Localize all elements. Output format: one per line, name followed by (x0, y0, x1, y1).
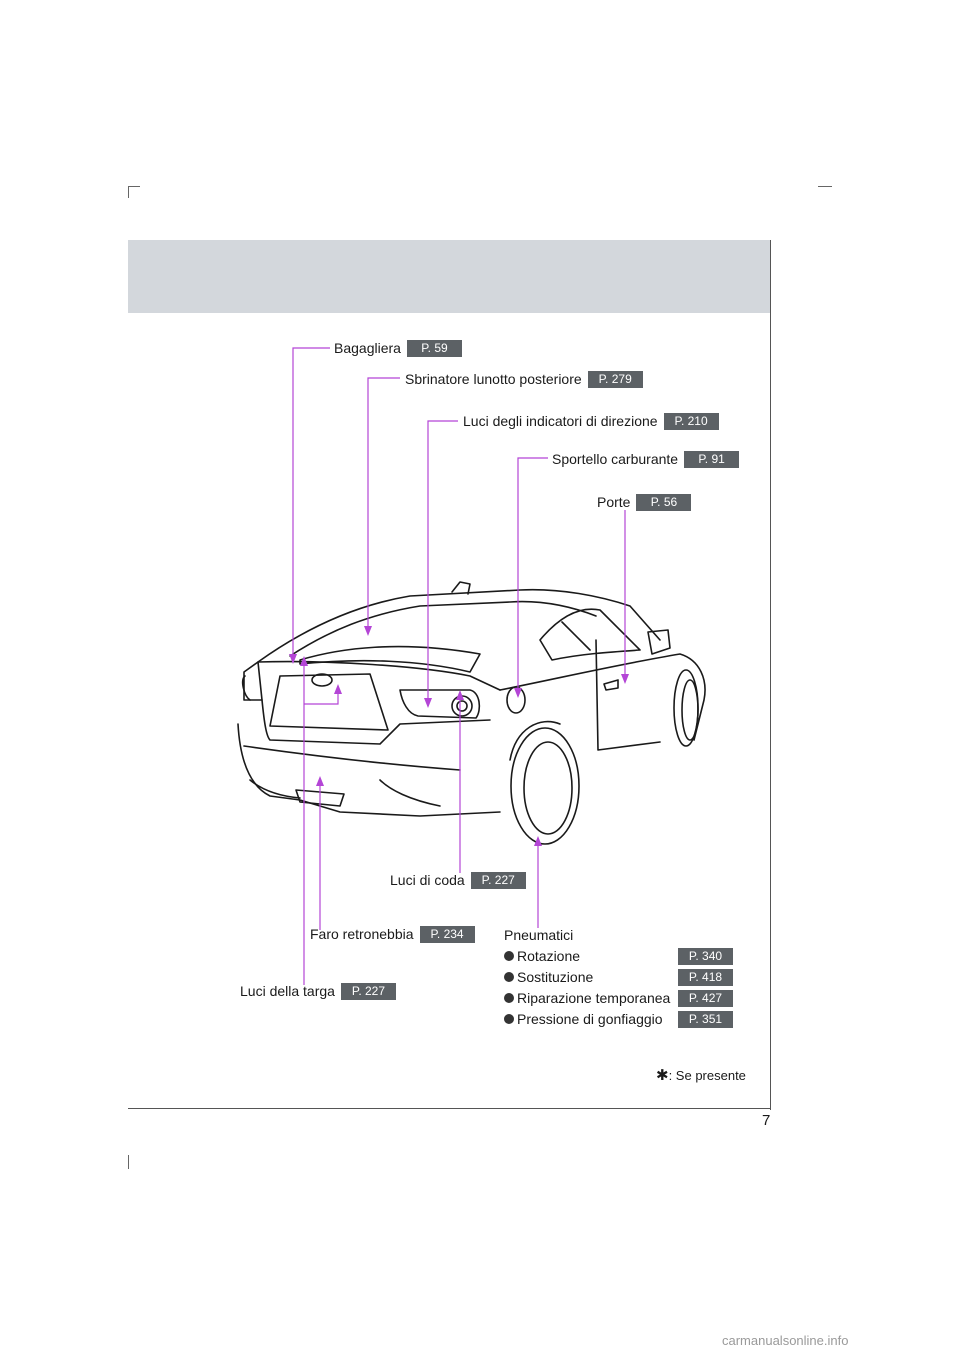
callout-turn-signals: Luci degli indicatori di direzione P. 21… (463, 412, 719, 430)
footnote: ✱: Se presente (656, 1066, 746, 1084)
callout-label: Luci degli indicatori di direzione (463, 413, 658, 429)
bullet-icon (504, 1014, 514, 1024)
asterisk-icon: ✱ (656, 1067, 669, 1084)
callout-rear-defroster: Sbrinatore lunotto posteriore P. 279 (405, 370, 643, 388)
tires-item-label: Pressione di gonfiaggio (517, 1011, 663, 1027)
page-ref-badge[interactable]: P. 351 (678, 1011, 733, 1028)
footnote-text: : Se presente (668, 1068, 746, 1083)
watermark: carmanualsonline.info (722, 1333, 849, 1348)
page-number: 7 (762, 1112, 771, 1129)
right-frame-line (770, 240, 771, 1110)
tires-item-rotation: Rotazione (504, 947, 580, 965)
callout-label: Sportello carburante (552, 451, 679, 467)
bullet-icon (504, 972, 514, 982)
tires-item-label: Rotazione (517, 948, 581, 964)
page-ref-badge[interactable]: P. 210 (663, 412, 719, 430)
callout-label: Sbrinatore lunotto posteriore (405, 371, 582, 387)
callout-label: Luci di coda (390, 872, 465, 888)
callout-doors: Porte P. 56 (597, 493, 692, 511)
bullet-icon (504, 993, 514, 1003)
page-ref-badge[interactable]: P. 91 (684, 450, 740, 468)
tires-title: Pneumatici (504, 927, 574, 943)
page-ref-badge[interactable]: P. 418 (678, 969, 733, 986)
tires-item-label: Riparazione temporanea (517, 990, 671, 1006)
page-ref-badge[interactable]: P. 227 (470, 871, 526, 889)
tires-item-replacement: Sostituzione (504, 968, 593, 986)
callout-label: Luci della targa (240, 983, 335, 999)
callout-label: Bagagliera (334, 340, 401, 356)
tires-item-pressure: Pressione di gonfiaggio (504, 1010, 663, 1028)
crop-mark-top-left-v (128, 186, 129, 198)
bullet-icon (504, 951, 514, 961)
page-ref-badge[interactable]: P. 340 (678, 948, 733, 965)
page-ref-badge[interactable]: P. 234 (419, 925, 475, 943)
callout-label: Porte (597, 494, 631, 510)
callout-tail-lights: Luci di coda P. 227 (390, 871, 526, 889)
page-ref-badge[interactable]: P. 279 (587, 370, 643, 388)
page-ref-badge[interactable]: P. 427 (678, 990, 733, 1007)
bottom-rule (128, 1108, 770, 1109)
tires-item-temp-repair: Riparazione temporanea (504, 989, 670, 1007)
callout-rear-fog: Faro retronebbia P. 234 (310, 925, 475, 943)
crop-mark-top-right (818, 186, 832, 187)
callout-fuel-door: Sportello carburante P. 91 (552, 450, 740, 468)
page-ref-badge[interactable]: P. 227 (340, 982, 396, 1000)
callout-plate-lights: Luci della targa P. 227 (240, 982, 396, 1000)
callout-trunk: Bagagliera P. 59 (334, 339, 462, 357)
page-ref-badge[interactable]: P. 56 (636, 493, 692, 511)
page-ref-badge[interactable]: P. 59 (406, 339, 462, 357)
crop-mark-top-left (128, 186, 140, 187)
tires-item-label: Sostituzione (517, 969, 594, 985)
callout-label: Faro retronebbia (310, 926, 414, 942)
crop-mark-bottom-left (128, 1155, 129, 1169)
header-band (128, 240, 770, 313)
